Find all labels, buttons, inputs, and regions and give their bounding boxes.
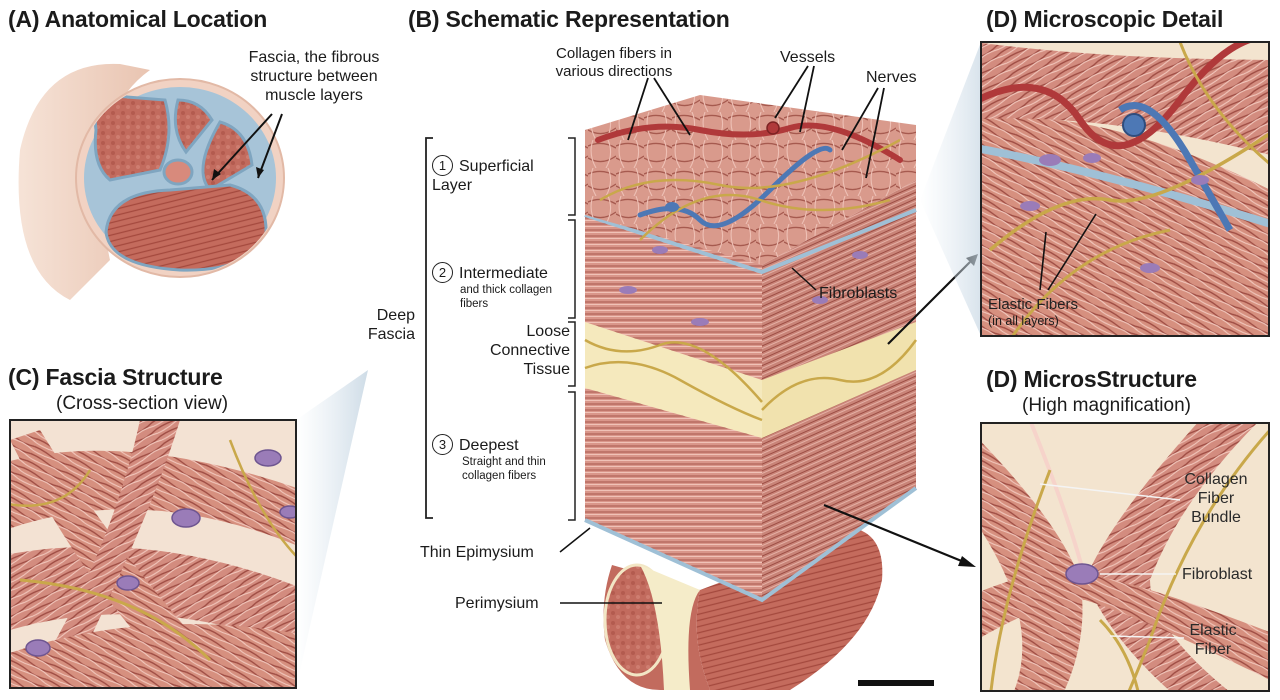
layer-1-name: Superficial Layer xyxy=(432,158,534,194)
layer-2-label: 2 Intermediate and thick collagen fibers xyxy=(432,262,570,311)
deep-fascia-label: Deep Fascia xyxy=(367,307,415,343)
layer-1-number: 1 xyxy=(432,155,453,176)
layer-2-number: 2 xyxy=(432,262,453,283)
panel-a-leg-cross-section xyxy=(18,63,285,300)
thin-epimysium-label: Thin Epimysium xyxy=(420,544,534,561)
fascia-label: Fascia, the fibrous structure between mu… xyxy=(248,49,380,104)
panel-c-title: (C) Fascia Structure xyxy=(8,364,223,390)
panel-d2-high-magnification-image xyxy=(981,423,1269,691)
perimysium-label: Perimysium xyxy=(455,595,539,612)
loose-connective-tissue-label: Loose Connective Tissue xyxy=(489,323,570,378)
fibroblast-label: Fibroblast xyxy=(1182,566,1253,583)
panel-c-cross-section-image xyxy=(10,420,296,688)
panel-d2-title: (D) MicrosStructure xyxy=(986,366,1197,392)
layer-2-name: Intermediate xyxy=(459,265,548,282)
panel-a-title: (A) Anatomical Location xyxy=(8,6,268,32)
nerves-label: Nerves xyxy=(866,69,917,86)
layer-3-desc: Straight and thin collagen fibers xyxy=(462,456,546,482)
elastic-fibers-label-box: Elastic Fibers (in all layers) xyxy=(988,296,1108,328)
panel-b-schematic-block xyxy=(584,95,918,690)
elastic-fiber-label: Elastic Fiber xyxy=(1189,622,1237,658)
panel-d1-title: (D) Microscopic Detail xyxy=(986,6,1224,32)
vessels-label: Vessels xyxy=(780,49,836,66)
panel-c-subtitle: (Cross-section view) xyxy=(56,393,229,414)
collagen-fibers-label: Collagen fibers in various directions xyxy=(555,45,673,80)
fibroblasts-label: Fibroblasts xyxy=(819,285,898,302)
collagen-fiber-bundle-label: Collagen Fiber Bundle xyxy=(1184,471,1248,526)
panel-b-title: (B) Schematic Representation xyxy=(408,6,730,32)
panel-d2-subtitle: (High magnification) xyxy=(1022,395,1191,416)
layer-3-label: 3 Deepest Straight and thin collagen fibe… xyxy=(432,434,570,483)
layer-2-desc: and thick collagen fibers xyxy=(460,284,553,310)
elastic-fibers-label: Elastic Fibers xyxy=(988,296,1079,313)
layer-3-number: 3 xyxy=(432,434,453,455)
elastic-fibers-sub: (in all layers) xyxy=(988,314,1059,328)
layer-3-name: Deepest xyxy=(459,437,519,454)
